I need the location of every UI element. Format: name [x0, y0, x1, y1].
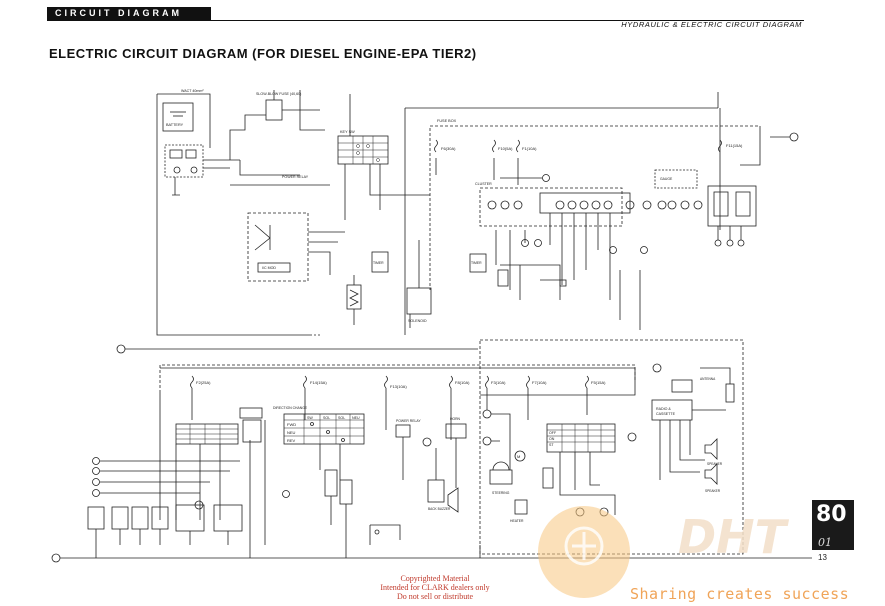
svg-text:F1(10A): F1(10A) — [522, 146, 537, 151]
svg-text:CLUSTER: CLUSTER — [475, 182, 492, 186]
svg-text:WACT 40mm²: WACT 40mm² — [181, 89, 204, 93]
upper-frame — [156, 93, 310, 336]
copyright-note: Copyrighted Material Intended for CLARK … — [360, 574, 510, 601]
svg-text:ST: ST — [549, 443, 554, 447]
svg-text:HEATER: HEATER — [510, 519, 524, 523]
battery-label: BATTERY — [166, 123, 184, 127]
svg-text:SW: SW — [307, 416, 313, 420]
fuse-box-bus — [404, 107, 718, 335]
copyright-line-3: Do not sell or distribute — [397, 592, 473, 601]
svg-text:SOLENOID: SOLENOID — [408, 319, 427, 323]
fuses-bottom — [190, 375, 589, 389]
svg-text:SOL: SOL — [323, 416, 330, 420]
watermark-circle — [538, 506, 630, 598]
svg-text:POWER RELAY: POWER RELAY — [396, 419, 421, 423]
page-title: ELECTRIC CIRCUIT DIAGRAM (FOR DIESEL ENG… — [49, 46, 477, 61]
svg-text:REV: REV — [287, 438, 296, 443]
cluster — [479, 187, 623, 227]
svg-text:CASSETTE: CASSETTE — [656, 412, 676, 416]
slow-blow-fuse — [265, 99, 283, 121]
svg-text:F2(25A): F2(25A) — [196, 380, 211, 385]
left-connectors — [92, 457, 100, 497]
heater-box — [479, 339, 744, 555]
svg-text:I/C MOD: I/C MOD — [262, 266, 276, 270]
svg-text:TIMER: TIMER — [471, 261, 482, 265]
svg-text:GAUGE: GAUGE — [660, 177, 673, 181]
svg-text:F10(5A): F10(5A) — [498, 146, 513, 151]
svg-text:F11(15A): F11(15A) — [726, 143, 743, 148]
svg-text:DIRECTION CHANGE: DIRECTION CHANGE — [273, 406, 308, 410]
page-number-box — [812, 500, 854, 550]
speakers — [704, 438, 718, 485]
svg-text:TIMER: TIMER — [373, 261, 384, 265]
header-rule — [47, 20, 804, 21]
svg-text:OFF: OFF — [549, 431, 557, 435]
svg-text:F3(10A): F3(10A) — [491, 380, 506, 385]
page-number: 80 — [816, 502, 847, 527]
svg-text:SLOW-BLOW FUSE (40,60): SLOW-BLOW FUSE (40,60) — [256, 92, 301, 96]
svg-text:FWD: FWD — [287, 422, 296, 427]
svg-text:SPEAKER: SPEAKER — [707, 462, 723, 466]
cluster-lamps — [487, 200, 703, 210]
svg-text:KEY SW: KEY SW — [340, 130, 355, 134]
header-right-label: HYDRAULIC & ELECTRIC CIRCUIT DIAGRAM — [621, 20, 802, 29]
svg-text:F6(30A): F6(30A) — [441, 146, 456, 151]
svg-text:POWER RELAY: POWER RELAY — [282, 175, 309, 179]
watermark-slogan: Sharing creates success — [630, 585, 850, 603]
heater-table — [546, 423, 616, 453]
watermark-logo: DHT — [678, 510, 787, 564]
svg-text:RADIO &: RADIO & — [656, 407, 671, 411]
svg-text:BACK BUZZER: BACK BUZZER — [428, 507, 451, 511]
page-sub: 13 — [818, 553, 827, 562]
battery — [162, 102, 194, 132]
svg-text:F13(10A): F13(10A) — [390, 384, 407, 389]
svg-text:F7(10A): F7(10A) — [532, 380, 547, 385]
timer — [371, 251, 389, 273]
lower-bus — [160, 367, 636, 396]
alternator — [164, 144, 204, 178]
svg-text:FUSE BOX: FUSE BOX — [437, 119, 457, 123]
page-section: 01 — [818, 536, 832, 549]
section-label: CIRCUIT DIAGRAM — [47, 7, 211, 20]
svg-text:F14(15A): F14(15A) — [310, 380, 327, 385]
relay-bank — [87, 504, 243, 532]
fuses-top — [434, 139, 722, 153]
copyright-line-2: Intended for CLARK dealers only — [380, 583, 490, 592]
direction-table — [283, 413, 365, 445]
svg-text:ANTENNA: ANTENNA — [700, 377, 716, 381]
svg-text:NEU: NEU — [352, 416, 360, 420]
ecu-box — [247, 212, 309, 282]
copyright-line-1: Copyrighted Material — [400, 574, 470, 583]
svg-text:F8(10A): F8(10A) — [455, 380, 470, 385]
svg-text:M: M — [517, 454, 520, 459]
starter — [406, 287, 432, 315]
svg-text:HORN: HORN — [450, 417, 461, 421]
svg-text:ON: ON — [549, 437, 555, 441]
svg-text:F5(15A): F5(15A) — [591, 380, 606, 385]
svg-text:NEU: NEU — [287, 430, 296, 435]
svg-text:SOL: SOL — [338, 416, 345, 420]
svg-text:SPEAKER: SPEAKER — [705, 489, 721, 493]
svg-text:STEERING: STEERING — [492, 491, 510, 495]
